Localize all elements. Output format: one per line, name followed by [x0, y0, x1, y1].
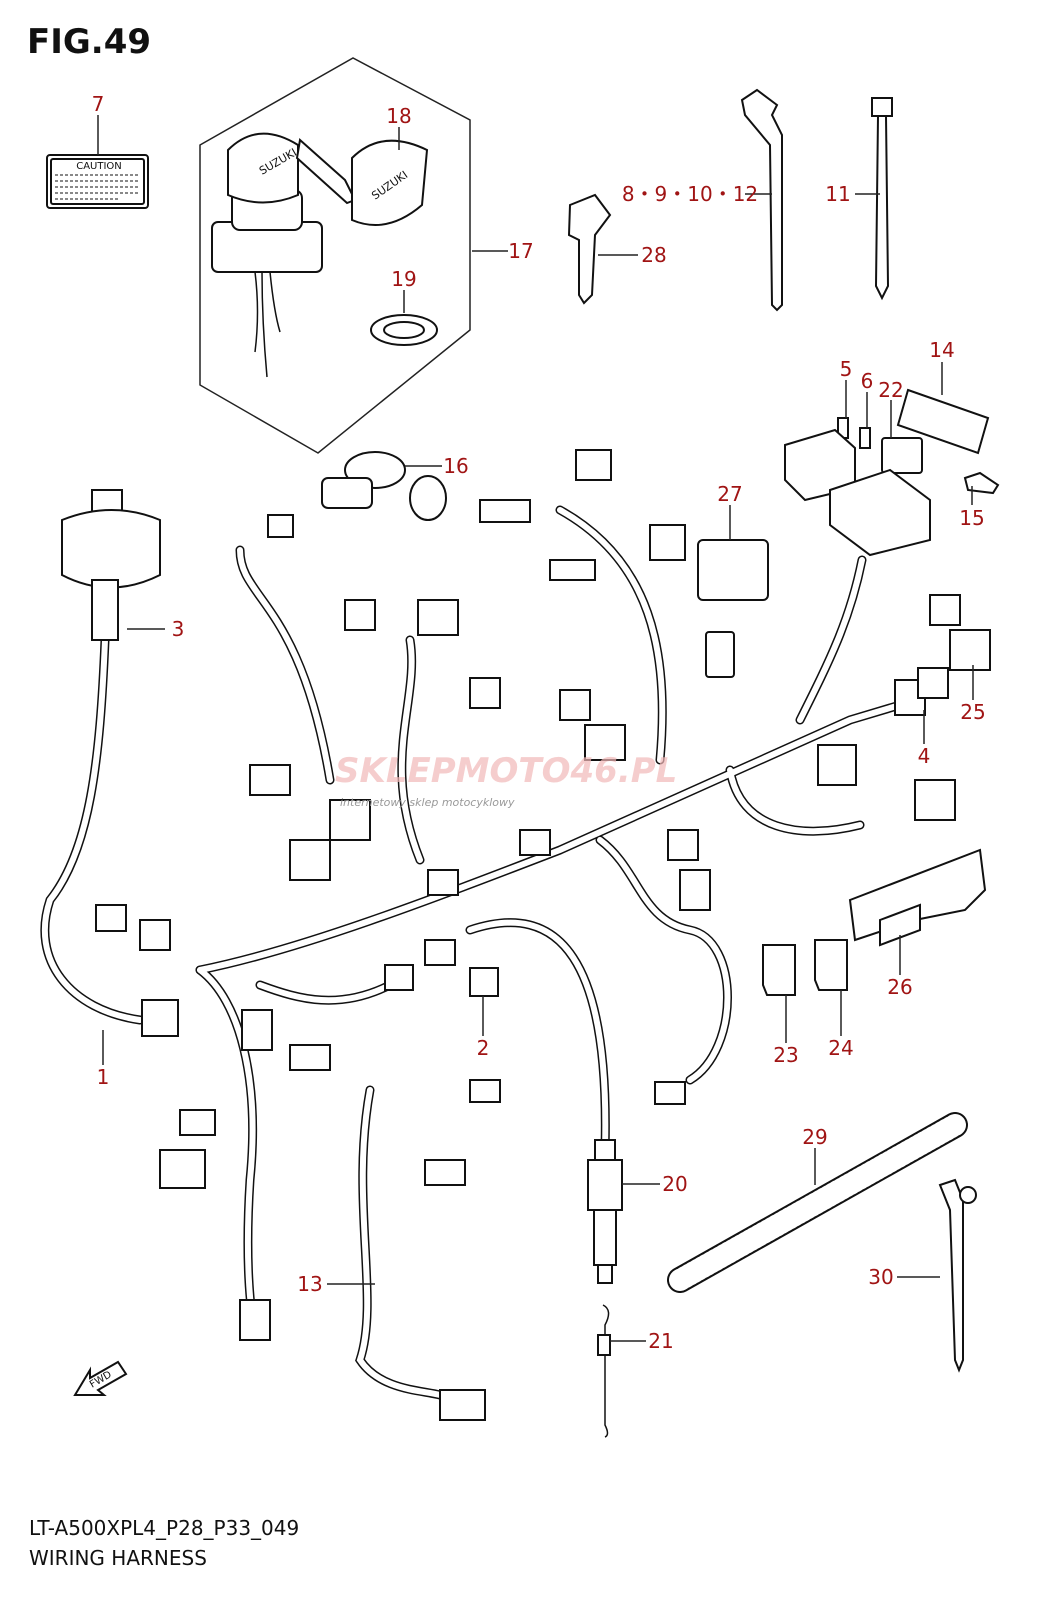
forward-direction-arrow: FWD	[73, 1360, 128, 1396]
ignition-switch-set[interactable]: SUZUKI SUZUKI	[199, 57, 471, 454]
callout-5: 5	[840, 357, 853, 381]
callout-2: 2	[477, 1036, 490, 1060]
callout-23: 23	[773, 1043, 798, 1067]
main-harness[interactable]	[40, 449, 991, 1421]
watermark-brand: SKLEPMOTO46.PL	[335, 751, 677, 791]
bracket-and-caps[interactable]	[762, 848, 987, 996]
callout-13: 13	[297, 1272, 322, 1296]
accessory-socket[interactable]	[321, 451, 447, 521]
callout-26: 26	[887, 975, 912, 999]
watermark-tagline: internetowy sklep motocyklowy	[340, 796, 515, 809]
callout-8-9-10-12: 8・9・10・12	[622, 182, 758, 206]
corrugated-tube[interactable]	[667, 1112, 968, 1293]
callout-21: 21	[648, 1329, 673, 1353]
callout-4: 4	[918, 744, 931, 768]
callout-18: 18	[386, 104, 411, 128]
figure-title: FIG.49	[27, 22, 152, 62]
callout-17: 17	[508, 239, 533, 263]
oxygen-sensor[interactable]	[587, 1139, 623, 1438]
callout-28: 28	[641, 243, 666, 267]
callout-22: 22	[878, 378, 903, 402]
callout-20: 20	[662, 1172, 687, 1196]
callout-11: 11	[825, 182, 850, 206]
callout-6: 6	[861, 369, 874, 393]
callout-30: 30	[868, 1265, 893, 1289]
leader-lines	[97, 115, 974, 1342]
callout-labels: 7 18 17 19 8・9・10・12 11 28 5 6 22 14 15 …	[92, 92, 986, 1353]
callout-25: 25	[960, 700, 985, 724]
caution-label-part[interactable]: CAUTION	[46, 154, 149, 209]
callout-7: 7	[92, 92, 105, 116]
callout-16: 16	[443, 454, 468, 478]
callout-19: 19	[391, 267, 416, 291]
callout-24: 24	[828, 1036, 853, 1060]
diagram-name: WIRING HARNESS	[29, 1546, 207, 1570]
callout-15: 15	[959, 506, 984, 530]
callout-14: 14	[929, 338, 954, 362]
callout-27: 27	[717, 482, 742, 506]
caution-text: CAUTION	[76, 161, 122, 172]
watermark: SKLEPMOTO46.PL internetowy sklep motocyk…	[335, 751, 677, 809]
cable-ties[interactable]	[740, 88, 977, 1373]
callout-1: 1	[97, 1065, 110, 1089]
callout-3: 3	[172, 617, 185, 641]
model-code: LT-A500XPL4_P28_P33_049	[29, 1516, 300, 1540]
callout-29: 29	[802, 1125, 827, 1149]
key-part[interactable]	[567, 193, 612, 305]
fuse-box-relays[interactable]	[697, 388, 1000, 678]
